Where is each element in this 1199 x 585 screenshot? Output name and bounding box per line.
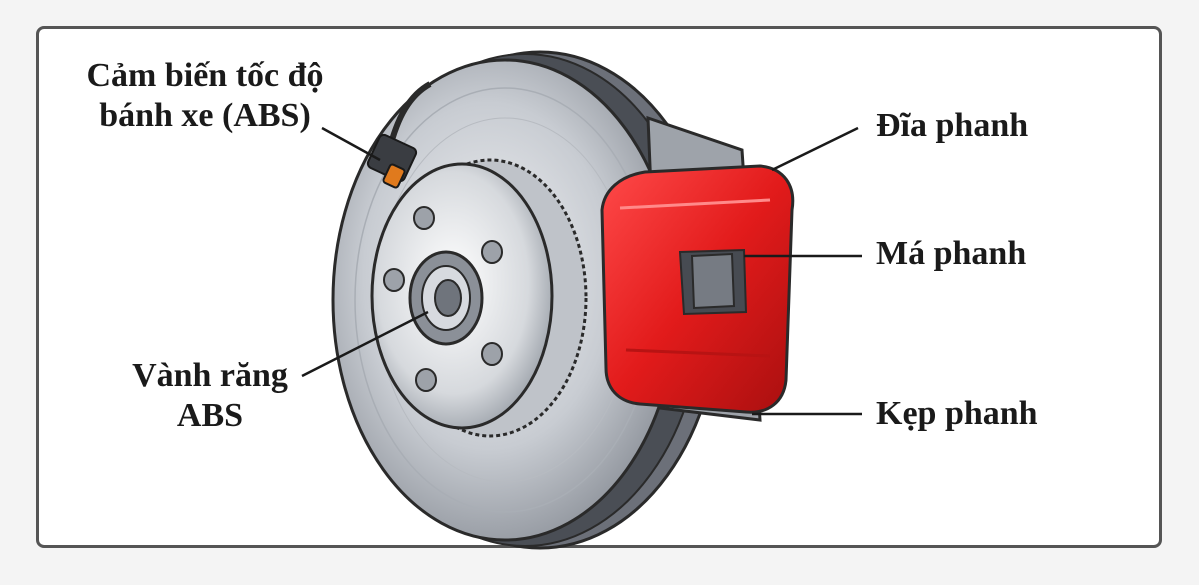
label-abs-sensor-line2: bánh xe (ABS) [99,97,311,134]
leader-abs-ring [301,310,429,378]
label-abs-ring: Vành răng ABS [120,356,300,436]
caliper-highlight-2 [625,348,771,358]
abs-sensor-cable [389,81,432,141]
abs-sensor-tip [382,163,406,189]
label-pad: Má phanh [876,235,1027,272]
wheel-stud [383,268,405,292]
wheel-studs [383,206,503,392]
leader-rotor [771,126,859,172]
wheel-stud [413,206,435,230]
label-rotor: Đĩa phanh [876,107,1029,144]
hub-bore [434,279,462,317]
wheel-stud [415,368,437,392]
caliper-highlight [619,198,771,210]
label-abs-ring-line1: Vành răng [132,357,288,394]
wheel-stud [481,342,503,366]
wheel-stud [481,240,503,264]
label-caliper: Kẹp phanh [876,395,1038,432]
leader-abs-sensor [321,126,381,162]
label-abs-sensor-line1: Cảm biến tốc độ [86,57,324,94]
label-abs-ring-line2: ABS [176,397,244,434]
label-abs-sensor: Cảm biến tốc độ bánh xe (ABS) [70,56,340,136]
brake-pad [690,252,736,310]
